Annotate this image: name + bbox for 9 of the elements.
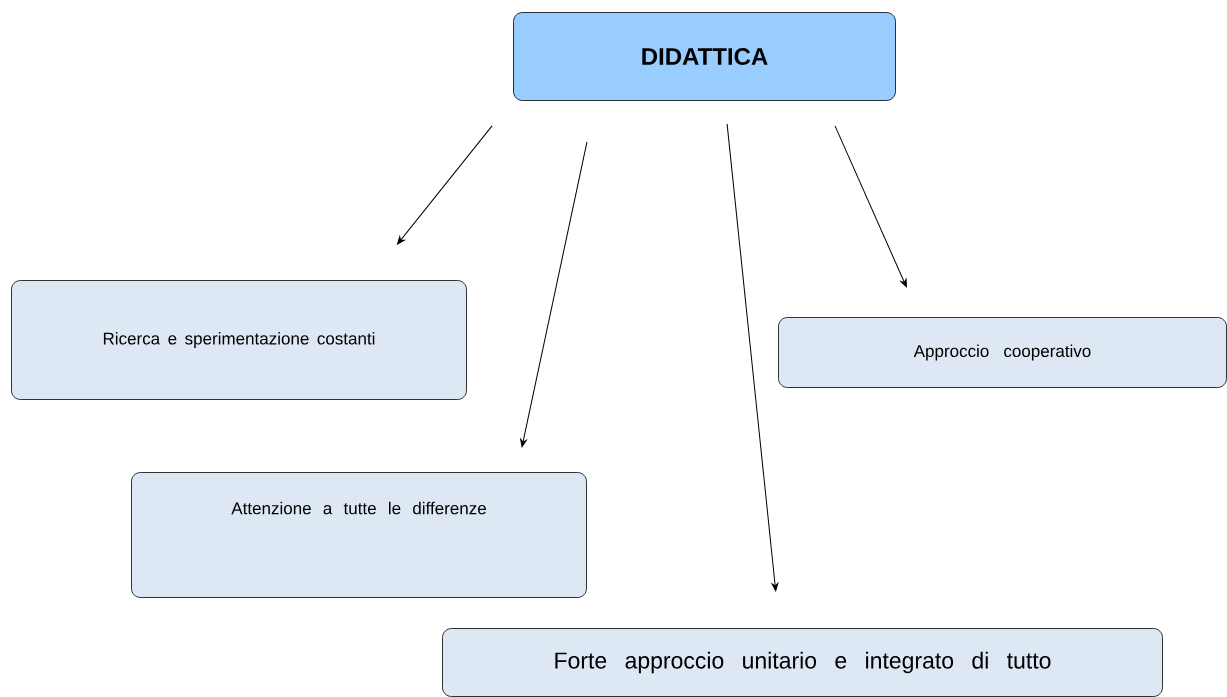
arrow — [520, 141, 588, 448]
arrow — [834, 125, 907, 288]
concept-box: Ricerca e sperimentazione costanti — [11, 280, 467, 400]
arrow — [726, 123, 779, 592]
arrow — [397, 125, 493, 245]
concept-box: Forte approccio unitario e integrato di tutto — [442, 628, 1163, 697]
concept-box: Attenzione a tutte le differenze — [131, 472, 587, 598]
concept-box: Approccio cooperativo — [778, 317, 1227, 388]
title-box: DIDATTICA — [513, 12, 896, 101]
